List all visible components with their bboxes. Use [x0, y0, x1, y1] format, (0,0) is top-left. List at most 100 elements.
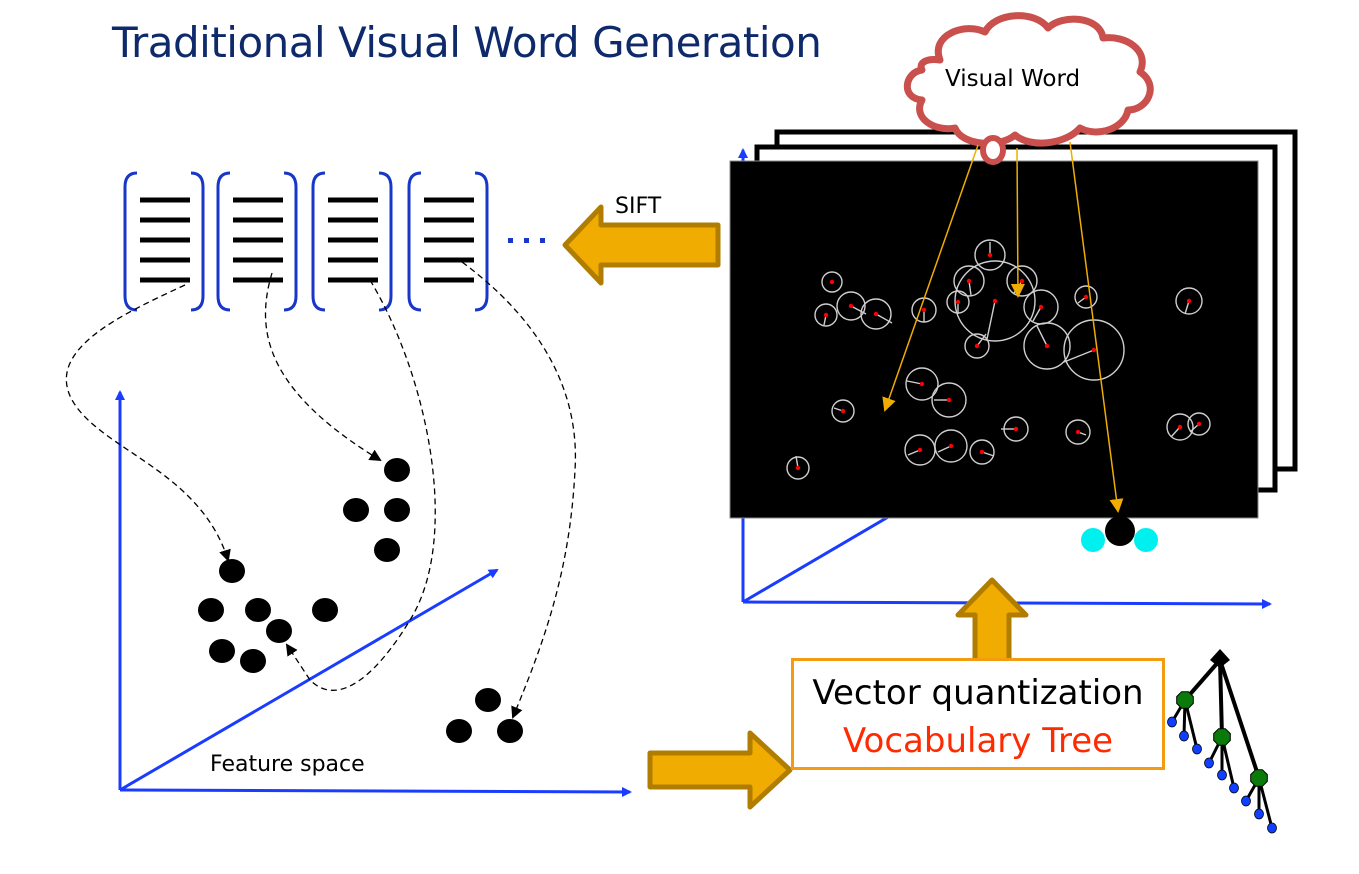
sift-keypoint: [931, 382, 967, 418]
bracket-left: [407, 171, 422, 312]
keypoint-center: [1186, 298, 1192, 304]
visual-word-pointers: [882, 141, 1124, 513]
keypoint-center: [948, 443, 954, 449]
sift-keypoint: [1187, 412, 1211, 436]
keypoint-scale-circle: [814, 303, 838, 327]
descriptor-vectors: [123, 171, 489, 312]
tree-branch: [1183, 658, 1222, 702]
keypoint-orientation: [976, 333, 987, 347]
sift-keypoint: [1166, 413, 1194, 441]
feature-point: [475, 688, 501, 712]
keypoint-orientation: [968, 280, 972, 296]
bracket-left: [216, 171, 231, 312]
mapping-curve-3: [285, 279, 436, 691]
sift-keypoint: [836, 291, 867, 321]
neighbor-point-left: [1081, 528, 1105, 552]
keypoint-scale-circle: [831, 399, 855, 423]
keypoint-center: [1177, 424, 1183, 430]
ellipsis-dots: [508, 238, 545, 243]
tree-leaf-node: [1167, 716, 1177, 728]
sift-keypoint: [860, 298, 893, 330]
keypoint-scale-circle: [1187, 412, 1211, 436]
visual-word-cloud: [903, 12, 1154, 165]
feature-space-label: Feature space: [210, 752, 365, 777]
keypoint-scale-circle: [974, 239, 1006, 271]
word-point: [1105, 516, 1135, 546]
keypoint-center: [992, 298, 998, 304]
feature-point: [384, 458, 410, 482]
keypoint-scale-circle: [821, 271, 843, 293]
feature-point: [343, 498, 369, 522]
up-arrow: [955, 577, 1029, 671]
feature-point: [198, 598, 224, 622]
keypoint-center: [829, 279, 835, 285]
sift-keypoint: [905, 367, 939, 401]
feature-point: [312, 598, 338, 622]
bracket-right: [474, 171, 489, 312]
keypoint-center: [1075, 429, 1081, 435]
neighbor-point-right: [1134, 528, 1158, 552]
feature-point: [497, 719, 523, 743]
bracket-right: [190, 171, 205, 312]
pointer-2: [1010, 147, 1025, 298]
keypoint-center: [848, 303, 854, 309]
keypoint-center: [795, 465, 801, 471]
vector-quantization-box: Vector quantization Vocabulary Tree: [791, 658, 1165, 770]
tree-leaf-node: [1192, 743, 1202, 755]
sift-keypoint: [969, 439, 995, 465]
keypoint-orientation: [1032, 306, 1042, 322]
keypoint-orientation: [986, 300, 996, 340]
bracket-left: [311, 171, 326, 312]
sift-keypoint: [1065, 419, 1091, 445]
keypoint-scale-circle: [905, 367, 939, 401]
keypoint-center: [840, 408, 846, 414]
keypoint-center: [873, 311, 879, 317]
keypoint-orientation: [1063, 349, 1095, 363]
tree-leaf-node: [1229, 782, 1239, 794]
sift-keypoint: [821, 271, 843, 293]
sift-keypoint: [934, 429, 968, 463]
feature-point: [245, 598, 271, 622]
sift-keypoint: [1001, 416, 1029, 442]
feature-point: [374, 538, 400, 562]
descriptor-vector: [123, 171, 205, 312]
descriptor-vector: [216, 171, 298, 312]
feature-point: [209, 639, 235, 663]
keypoint-scale-circle: [786, 456, 810, 480]
tree-inner-node: [1176, 691, 1194, 709]
keypoint-orientation: [850, 305, 867, 315]
sift-arrow: [562, 204, 721, 286]
keypoint-center: [1019, 278, 1025, 284]
keypoint-scale-circle: [1166, 413, 1194, 441]
keypoint-scale-circle: [1074, 285, 1098, 309]
keypoint-center: [823, 312, 829, 318]
sift-keypoint: [946, 290, 970, 314]
tree-leaf-node: [1217, 769, 1227, 781]
tree-branch: [1218, 659, 1261, 779]
keypoint-scale-circle: [860, 298, 892, 330]
bracket-right: [378, 171, 393, 312]
keypoint-center: [1013, 426, 1019, 432]
sift-keypoint: [831, 399, 855, 423]
sift-keypoint: [1175, 287, 1203, 315]
tree-inner-node: [1250, 769, 1268, 787]
keypoint-scale-circle: [1065, 419, 1091, 445]
sift-keypoint: [974, 239, 1006, 271]
mapping-curve-1: [65, 284, 231, 562]
sift-keypoint: [1074, 285, 1098, 309]
image-stack: [729, 129, 1298, 519]
keypoint-scale-circle: [836, 291, 866, 321]
keypoint-scale-circle: [969, 439, 995, 465]
keypoint-center: [917, 447, 923, 453]
bracket-right: [283, 171, 298, 312]
z-axis: [119, 568, 499, 792]
tree-leaf-node: [1204, 757, 1214, 769]
quantized-word-point: [1081, 516, 1158, 552]
feature-point: [219, 559, 245, 583]
tree-root-node: [1210, 649, 1230, 668]
keypoint-center: [919, 381, 925, 387]
keypoint-center: [946, 397, 952, 403]
sift-keypoint: [1063, 319, 1125, 381]
keypoint-scale-circle: [953, 265, 985, 297]
page-title: Traditional Visual Word Generation: [112, 18, 822, 67]
